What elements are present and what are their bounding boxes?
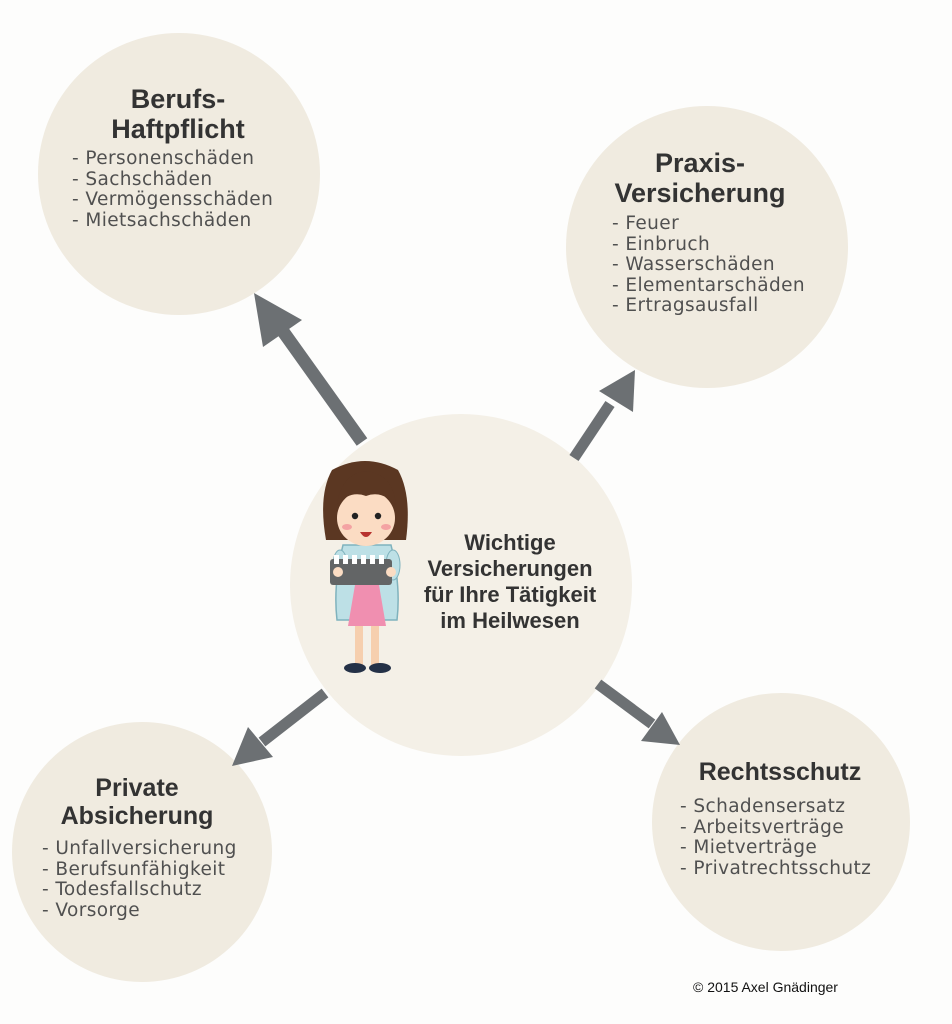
private-absicherung-list: - Unfallversicherung - Berufsunfähigkeit… (42, 838, 237, 921)
arrow-to-praxisversicherung (569, 370, 635, 462)
copyright-text: © 2015 Axel Gnädinger (693, 979, 838, 995)
berufshaftpflicht-title-line-1: Berufs- (130, 84, 226, 114)
private-absicherung-title: Private Absicherung (42, 774, 232, 830)
rechtsschutz-circle (652, 693, 910, 951)
list-item: - Todesfallschutz (42, 879, 202, 900)
list-item: - Mietsachschäden (72, 209, 252, 231)
rechtsschutz-title-line-1: Rechtsschutz (698, 758, 862, 786)
praxisversicherung-list: - Feuer - Einbruch - Wasserschäden - Ele… (612, 213, 806, 317)
list-item: - Schadensersatz (680, 796, 846, 817)
rechtsschutz-title: Rechtsschutz (680, 758, 880, 786)
praxisversicherung-title: Praxis- Versicherung (600, 148, 800, 208)
center-title-line-4: im Heilwesen (440, 608, 580, 633)
berufshaftpflicht-list: - Personenschäden - Sachschäden - Vermög… (72, 148, 274, 231)
list-item: - Berufsunfähigkeit (42, 858, 226, 880)
berufshaftpflicht-circle (38, 33, 320, 315)
list-item: - Ertragsausfall (612, 295, 759, 316)
private-absicherung-title-line-2: Absicherung (60, 802, 214, 830)
list-item: - Einbruch (612, 233, 711, 255)
list-item: - Sachschäden (72, 168, 213, 190)
list-item: - Vorsorge (42, 899, 141, 921)
list-item: - Wasserschäden (612, 254, 775, 275)
private-absicherung-circle (12, 722, 272, 982)
center-title-line-1: Wichtige (464, 530, 556, 555)
berufshaftpflicht-title-line-2: Haftpflicht (111, 114, 245, 144)
list-item: - Vermögensschäden (72, 189, 274, 210)
list-item: - Privatrechtsschutz (680, 857, 872, 879)
praxisversicherung-circle (566, 106, 848, 388)
list-item: - Unfallversicherung (42, 838, 237, 859)
praxisversicherung-title-line-2: Versicherung (614, 178, 786, 208)
list-item: - Feuer (612, 213, 680, 234)
arrow-to-rechtsschutz (594, 679, 680, 745)
berufshaftpflicht-title: Berufs- Haftpflicht (98, 84, 258, 144)
list-item: - Arbeitsverträge (680, 816, 845, 838)
list-item: - Elementarschäden (612, 274, 806, 296)
center-title-line-2: Versicherungen (427, 556, 593, 581)
arrow-to-private-absicherung (232, 688, 329, 766)
praxisversicherung-title-line-1: Praxis- (654, 148, 746, 178)
list-item: - Personenschäden (72, 148, 255, 169)
list-item: - Mietverträge (680, 837, 818, 858)
arrow-to-berufshaftpflicht (254, 293, 368, 446)
private-absicherung-title-line-1: Private (95, 774, 179, 802)
center-title-line-3: für Ihre Tätigkeit (423, 582, 597, 607)
center-title: Wichtige Versicherungen für Ihre Tätigke… (400, 530, 620, 634)
rechtsschutz-list: - Schadensersatz - Arbeitsverträge - Mie… (680, 796, 872, 879)
